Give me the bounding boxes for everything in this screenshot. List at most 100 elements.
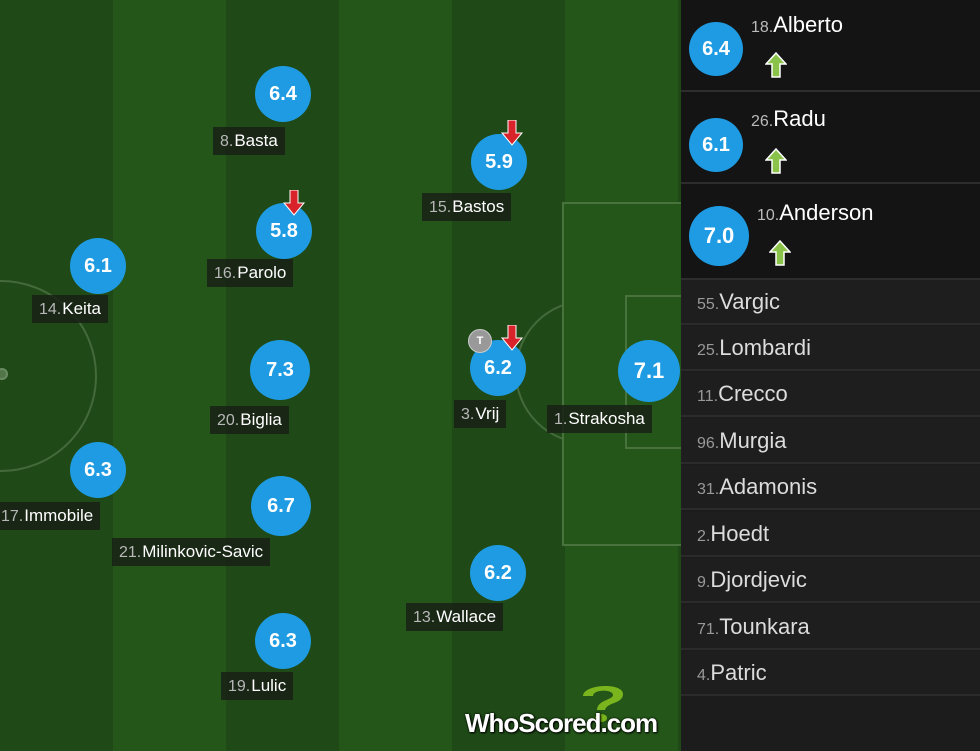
player-name-label[interactable]: 19.Lulic (221, 672, 294, 700)
shirt-number: 10. (757, 207, 780, 224)
shirt-number: 31. (697, 481, 720, 498)
player-name: Biglia (240, 410, 282, 429)
substitute-row[interactable]: 6.4 18.Alberto (681, 0, 980, 92)
player-name-label[interactable]: 14.Keita (32, 295, 108, 323)
shirt-number: 17. (1, 508, 24, 525)
player-rating[interactable]: 7.1 (618, 340, 680, 402)
player-name: Crecco (718, 381, 788, 406)
player-name: Milinkovic-Savic (142, 542, 264, 561)
player-rating: 6.1 (689, 118, 743, 172)
shirt-number: 14. (39, 301, 62, 318)
substitutes-panel: 6.4 18.Alberto 6.1 26.Radu 7.0 10.Anders… (681, 0, 980, 751)
player-name-label[interactable]: 21.Milinkovic-Savic (112, 538, 271, 566)
bench-player-name: 4.Patric (697, 660, 767, 686)
green-up-arrow-icon (765, 52, 787, 78)
bench-row[interactable]: 9.Djordjevic (681, 558, 980, 603)
player-name-label[interactable]: 13.Wallace (406, 603, 504, 631)
substitute-row[interactable]: 7.0 10.Anderson (681, 184, 980, 280)
substitute-name: 10.Anderson (757, 200, 873, 226)
green-up-arrow-icon (765, 148, 787, 174)
player-name: Wallace (436, 607, 497, 626)
bench-row[interactable]: 31.Adamonis (681, 465, 980, 510)
bench-row[interactable]: 96.Murgia (681, 419, 980, 464)
shirt-number: 1. (554, 411, 568, 428)
bench-row[interactable]: 2.Hoedt (681, 512, 980, 557)
player-rating[interactable]: 6.3 (70, 442, 126, 498)
bench-player-name: 2.Hoedt (697, 521, 769, 547)
bench-row[interactable]: 11.Crecco (681, 372, 980, 417)
shirt-number: 21. (119, 544, 142, 561)
player-name: Radu (773, 106, 826, 131)
shirt-number: 25. (697, 342, 720, 359)
player-name: Vargic (719, 289, 780, 314)
substitute-name: 18.Alberto (751, 12, 843, 38)
player-rating[interactable]: 7.3 (250, 340, 310, 400)
player-name-label[interactable]: 3.Vrij (454, 400, 507, 428)
logo-text: WhoScored.com (465, 708, 658, 738)
player-rating[interactable]: 6.1 (70, 238, 126, 294)
centre-spot (0, 368, 8, 380)
player-name: Hoedt (710, 521, 770, 546)
shirt-number: 11. (697, 388, 719, 405)
green-up-arrow-icon (769, 240, 791, 266)
bench-player-name: 9.Djordjevic (697, 567, 807, 593)
team-captain-badge: T (468, 329, 492, 353)
shirt-number: 13. (413, 609, 436, 626)
bench-row[interactable]: 4.Patric (681, 651, 980, 696)
shirt-number: 71. (697, 621, 720, 638)
whoscored-logo: WhoScored.com (465, 680, 675, 742)
bench-row[interactable]: 25.Lombardi (681, 326, 980, 371)
shirt-number: 55. (697, 296, 720, 313)
player-name: Basta (234, 131, 278, 150)
pitch: 6.4 8.Basta 5.8 16.Parolo 6.1 14.Keita 7… (0, 0, 681, 751)
player-rating[interactable]: 5.8 (256, 203, 312, 259)
player-name: Adamonis (719, 474, 818, 499)
player-name-label[interactable]: 16.Parolo (207, 259, 294, 287)
player-name: Tounkara (719, 614, 810, 639)
player-name: Murgia (719, 428, 787, 453)
bench-row[interactable]: 55.Vargic (681, 280, 980, 325)
shirt-number: 18. (751, 19, 774, 36)
player-name: Lombardi (719, 335, 811, 360)
player-name-label[interactable]: 1.Strakosha (547, 405, 652, 433)
player-name: Alberto (773, 12, 843, 37)
shirt-number: 20. (217, 412, 240, 429)
bench-player-name: 31.Adamonis (697, 474, 817, 500)
player-name-label[interactable]: 15.Bastos (422, 193, 512, 221)
player-rating[interactable]: 6.3 (255, 613, 311, 669)
player-name: Parolo (237, 263, 287, 282)
shirt-number: 16. (214, 265, 237, 282)
shirt-number: 4. (697, 667, 711, 684)
bench-row[interactable]: 71.Tounkara (681, 605, 980, 650)
substitute-row[interactable]: 6.1 26.Radu (681, 92, 980, 184)
shirt-number: 26. (751, 113, 774, 130)
player-name: Strakosha (568, 409, 645, 428)
player-rating[interactable]: 6.2 (470, 545, 526, 601)
player-rating[interactable]: 6.7 (251, 476, 311, 536)
shirt-number: 2. (697, 528, 711, 545)
player-rating[interactable]: 5.9 (471, 134, 527, 190)
player-name: Anderson (779, 200, 874, 225)
player-rating: 7.0 (689, 206, 749, 266)
player-name-label[interactable]: 8.Basta (213, 127, 285, 155)
player-name-label[interactable]: 20.Biglia (210, 406, 289, 434)
red-down-arrow-icon (500, 325, 524, 351)
question-mark-logo-icon (583, 685, 623, 722)
player-name: Lulic (251, 676, 287, 695)
shirt-number: 96. (697, 435, 720, 452)
player-name-label[interactable]: 17.Immobile (0, 502, 101, 530)
player-name: Vrij (475, 404, 500, 423)
player-name: Keita (62, 299, 101, 318)
player-name: Djordjevic (710, 567, 807, 592)
shirt-number: 9. (697, 574, 711, 591)
shirt-number: 3. (461, 406, 475, 423)
red-down-arrow-icon (282, 190, 306, 216)
bench-player-name: 25.Lombardi (697, 335, 811, 361)
bench-player-name: 11.Crecco (697, 381, 788, 407)
player-rating[interactable]: 6.4 (255, 66, 311, 122)
player-rating: 6.4 (689, 22, 743, 76)
shirt-number: 15. (429, 199, 452, 216)
bench-player-name: 96.Murgia (697, 428, 787, 454)
player-name: Immobile (24, 506, 94, 525)
